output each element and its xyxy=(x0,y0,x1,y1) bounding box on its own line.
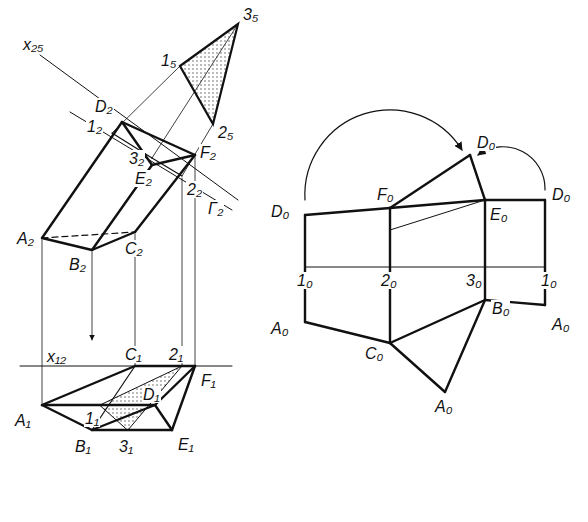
point-label: 2₁ xyxy=(168,346,184,363)
point-label: x₁₂ xyxy=(46,348,67,365)
point-label: D₁ xyxy=(142,386,161,403)
point-label: B₂ xyxy=(68,256,87,273)
point-label: F₂ xyxy=(199,144,217,161)
point-label: D₂ xyxy=(94,98,114,115)
point-label: E₂ xyxy=(134,170,153,187)
point-label: 2₅ xyxy=(217,124,234,141)
point-label: 2₀ xyxy=(380,272,398,289)
point-label: F₁ xyxy=(200,372,217,389)
point-label: x₂₅ xyxy=(22,36,45,53)
point-label: C₂ xyxy=(124,240,144,257)
point-label: A₀ xyxy=(270,320,289,337)
point-label: E₁ xyxy=(177,436,195,453)
point-label: A₀ xyxy=(551,316,570,333)
point-label: C₀ xyxy=(364,345,384,362)
point-label: B₀ xyxy=(491,300,510,317)
point-label: 3₂ xyxy=(128,150,145,167)
point-label: A₀ xyxy=(434,398,453,415)
point-label: 3₀ xyxy=(465,272,483,289)
point-label: D₀ xyxy=(551,186,571,203)
point-label: 3₁ xyxy=(118,438,134,455)
point-label: 2₂ xyxy=(186,181,203,198)
point-label: E₀ xyxy=(489,206,508,223)
point-label: F₀ xyxy=(376,186,395,203)
point-label: C₁ xyxy=(124,346,143,363)
point-label: Γ₂ xyxy=(207,200,224,217)
point-label: B₁ xyxy=(74,438,92,455)
point-label: 1₀ xyxy=(296,272,314,289)
point-label: D₀ xyxy=(270,203,290,220)
point-label: A₁ xyxy=(14,412,32,429)
point-label: 1₀ xyxy=(540,272,558,289)
point-label: 3₅ xyxy=(242,6,259,23)
point-label: 1₁ xyxy=(84,410,100,427)
point-label: A₂ xyxy=(16,230,35,247)
point-label: 1₅ xyxy=(160,52,177,69)
point-label: D₀ xyxy=(476,134,496,151)
point-label: 1₂ xyxy=(86,118,103,135)
